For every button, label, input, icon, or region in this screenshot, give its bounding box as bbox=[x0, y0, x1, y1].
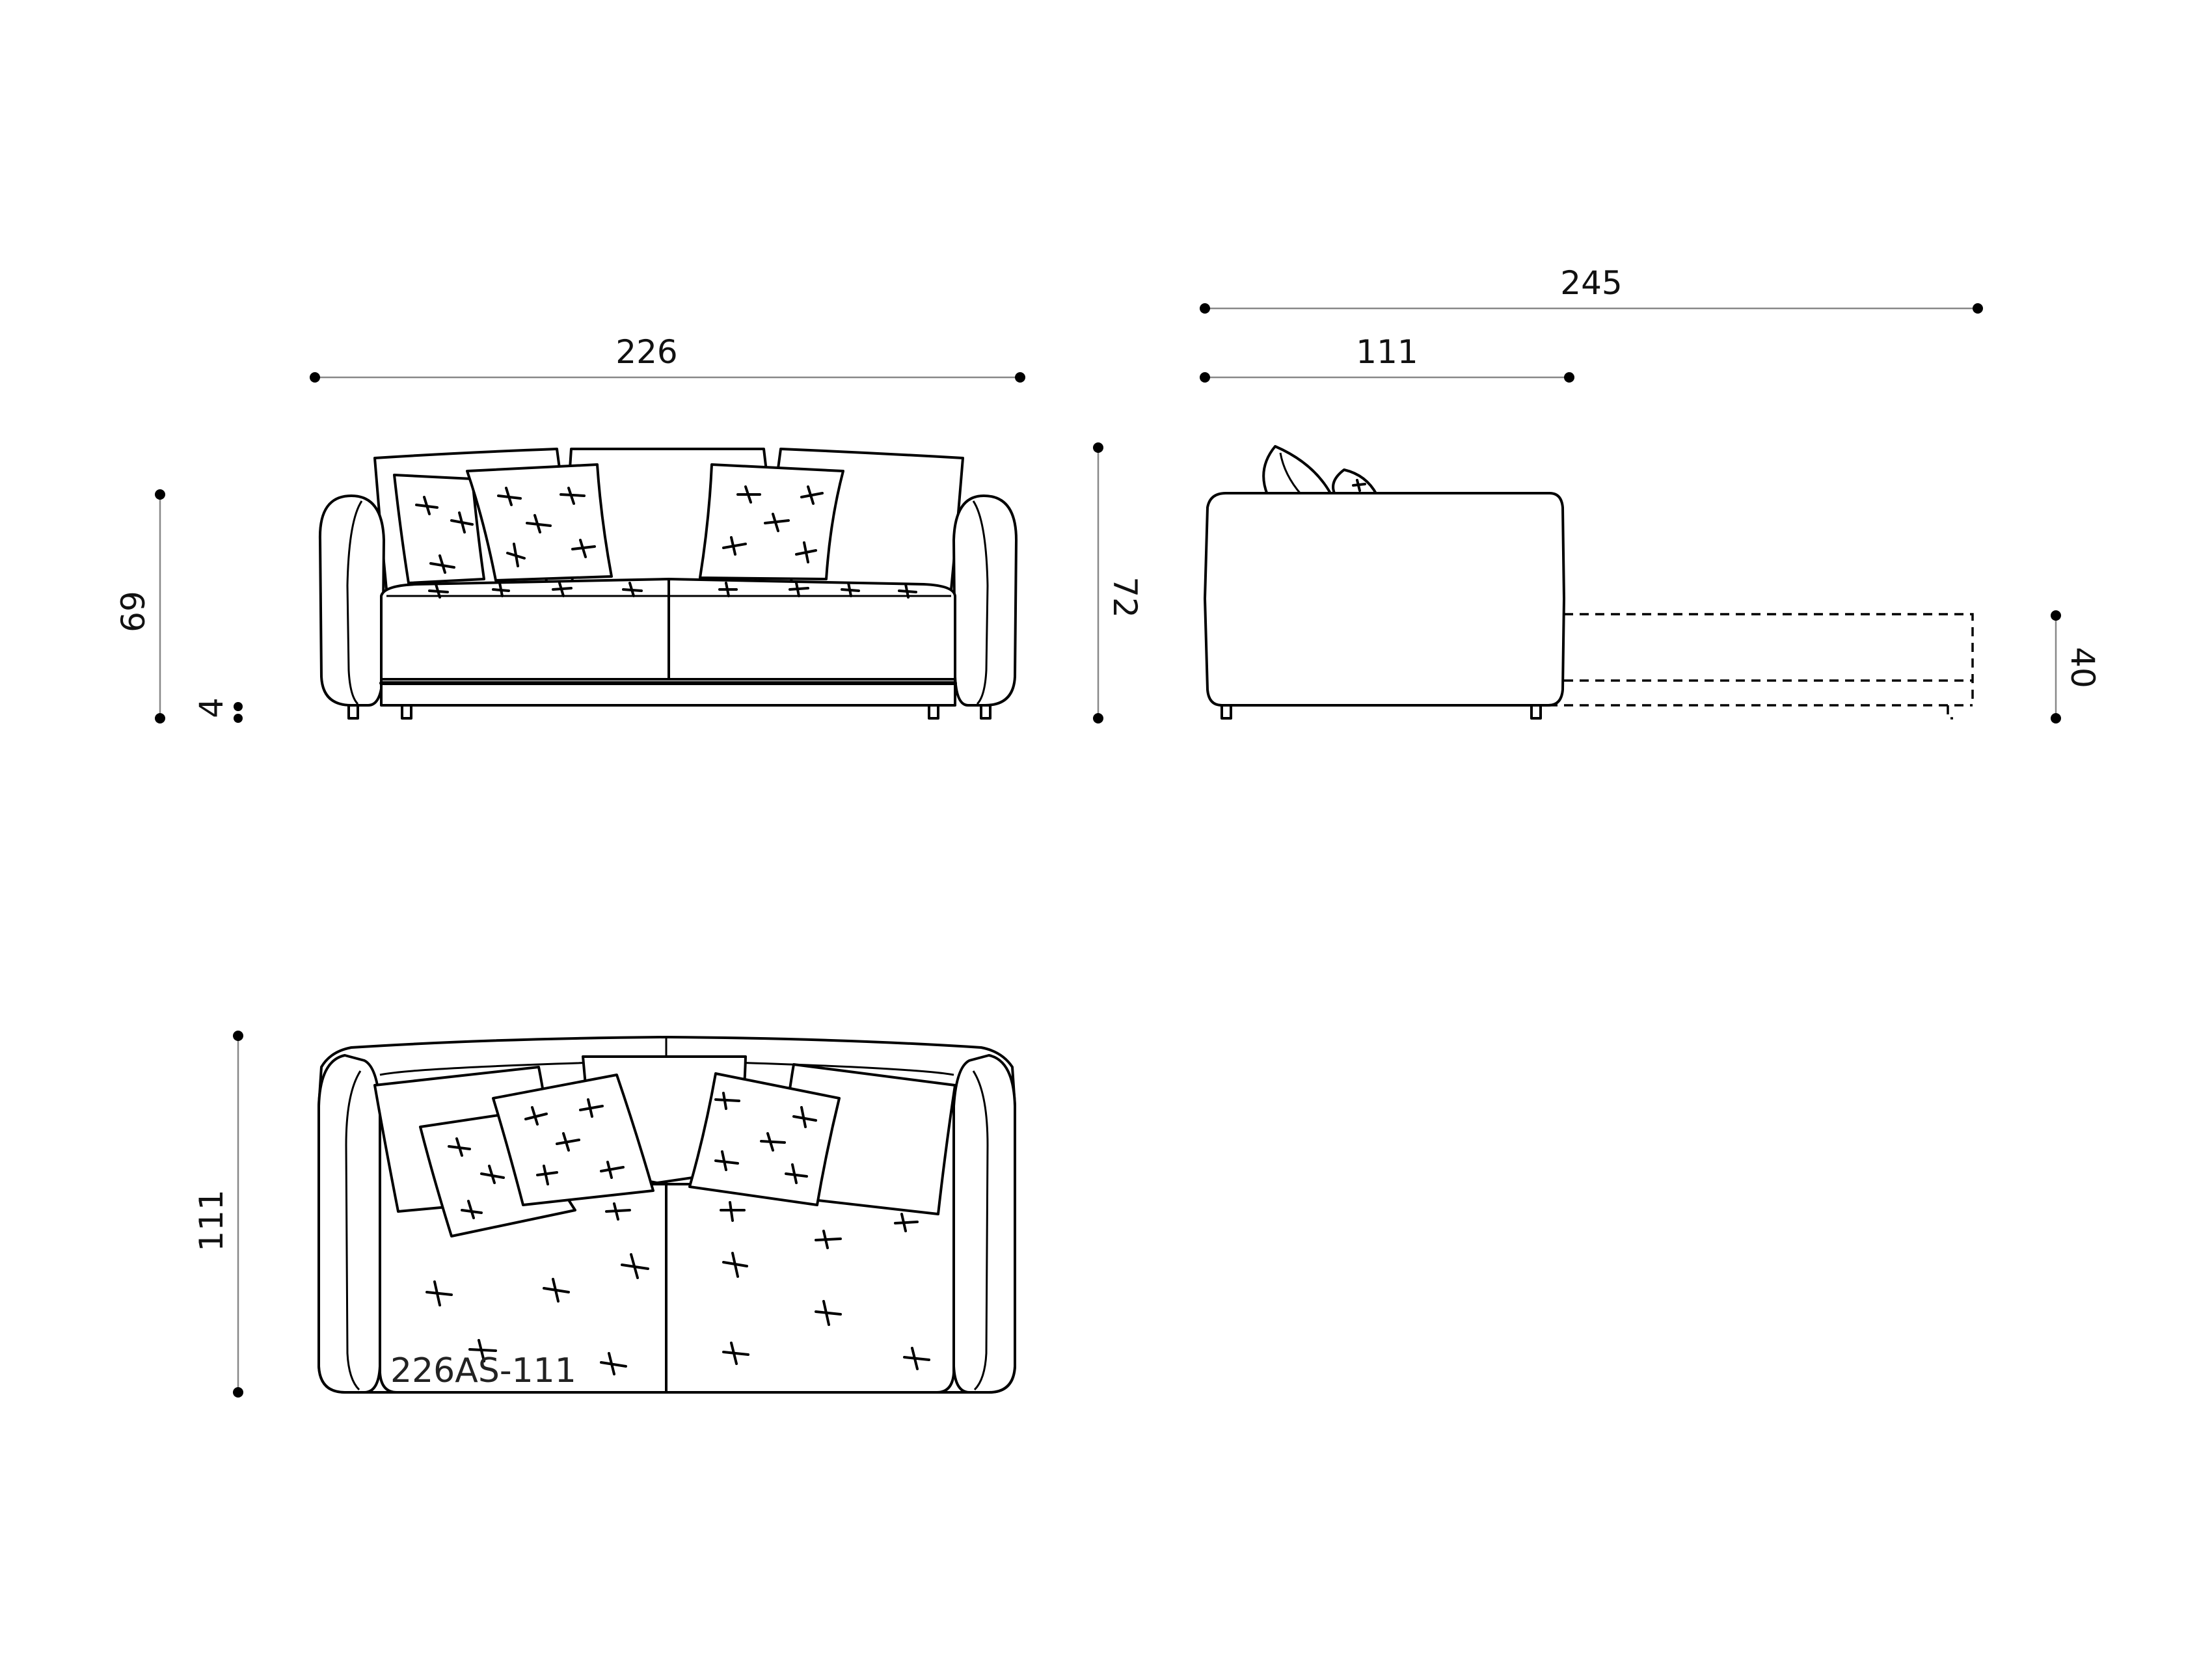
arm-right bbox=[952, 494, 1018, 707]
side-pillow-1-seam bbox=[1279, 452, 1302, 495]
dim-side-total-depth-label: 245 bbox=[1560, 264, 1622, 302]
front-leg-3 bbox=[928, 704, 939, 720]
front-leg-1 bbox=[347, 704, 359, 720]
dim-front-height-label: 69 bbox=[115, 591, 152, 632]
front-leg-2 bbox=[401, 704, 412, 720]
side-pillow-1 bbox=[1262, 445, 1332, 496]
side-pullout-bed bbox=[1392, 613, 1974, 720]
dim-leg-height: 4 bbox=[193, 697, 243, 723]
model-code-label: 226AS-111 bbox=[390, 1351, 576, 1390]
side-pillow-2 bbox=[1332, 468, 1378, 496]
side-pillow-2-mark bbox=[1352, 479, 1366, 492]
dim-back-height-label: 72 bbox=[1106, 576, 1144, 618]
top-arm-right bbox=[952, 1054, 1016, 1394]
front-leg-4 bbox=[980, 704, 991, 720]
seat-cushion-right bbox=[668, 578, 956, 681]
side-leg-1 bbox=[1221, 704, 1232, 720]
seat-cushion-left bbox=[380, 578, 670, 681]
dim-back-height: 72 bbox=[1093, 442, 1144, 723]
dim-leg-height-label: 4 bbox=[193, 697, 230, 718]
dim-top-depth: 111 bbox=[193, 1031, 243, 1398]
side-view: 245 111 40 bbox=[1200, 264, 2101, 723]
dim-side-depth-label: 111 bbox=[1356, 333, 1418, 371]
top-arm-left-seam bbox=[345, 1070, 362, 1391]
pillow-front-2 bbox=[466, 463, 613, 582]
top-view: 111 bbox=[193, 1031, 1016, 1398]
dim-side-total-depth: 245 bbox=[1200, 264, 1983, 314]
front-view: 226 69 4 72 bbox=[115, 333, 1144, 723]
top-seat-right bbox=[665, 1105, 955, 1394]
dim-front-width-label: 226 bbox=[615, 333, 677, 371]
arm-right-seam bbox=[972, 500, 989, 705]
pillow-front-1 bbox=[393, 474, 485, 584]
dim-side-depth: 111 bbox=[1200, 333, 1574, 383]
top-pattern bbox=[425, 1092, 930, 1375]
top-arm-right-seam bbox=[972, 1070, 989, 1391]
side-leg-2 bbox=[1530, 704, 1542, 720]
dim-front-height: 69 bbox=[115, 489, 165, 723]
arm-left-seam bbox=[346, 500, 363, 705]
side-body bbox=[1204, 492, 1565, 707]
dim-front-width: 226 bbox=[310, 333, 1025, 383]
front-pattern bbox=[415, 485, 917, 599]
dim-bed-height-label: 40 bbox=[2064, 647, 2101, 688]
dim-top-depth-label: 111 bbox=[193, 1189, 230, 1251]
dim-bed-height: 40 bbox=[2051, 610, 2101, 723]
top-pillow-3 bbox=[688, 1072, 841, 1206]
